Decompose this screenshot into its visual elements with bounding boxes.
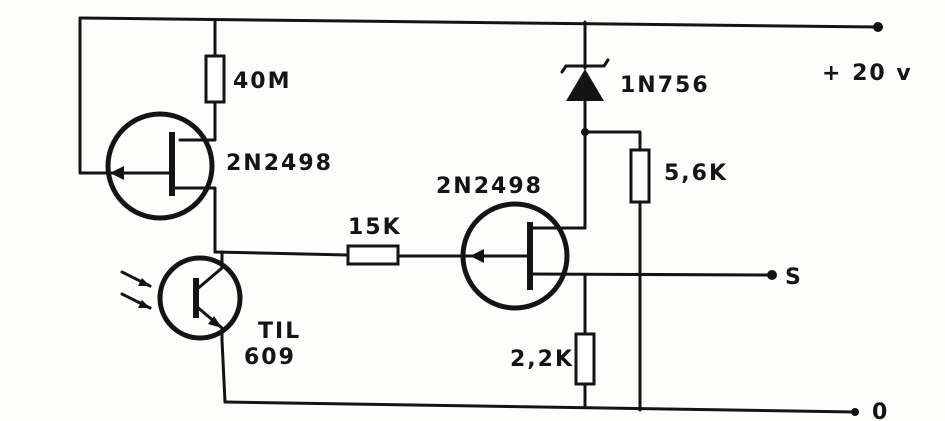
label-2k2: 2,2K: [510, 347, 574, 372]
transistor-q1: [105, 111, 217, 254]
resistor-40m: [178, 18, 226, 142]
supply-terminal: [873, 22, 883, 32]
label-5k6: 5,6K: [664, 161, 728, 186]
zener-diode-1n756: [560, 20, 642, 230]
label-15k: 15K: [348, 215, 402, 240]
label-1n756: 1N756: [620, 73, 710, 98]
resistor-5k6: [629, 148, 651, 412]
label-til: TIL: [258, 319, 301, 344]
phototransistor-til609: [157, 250, 243, 404]
base-link: [213, 244, 472, 266]
label-40m: 40M: [233, 69, 292, 94]
label-output: S: [785, 265, 803, 290]
supply-rail: [78, 16, 883, 175]
resistor-2k2: [574, 273, 596, 408]
ground-rail: [223, 400, 859, 416]
ground-terminal: [851, 408, 859, 416]
light-rays-icon: [120, 270, 152, 310]
label-supply: + 20 v: [822, 61, 913, 86]
output-terminal: [767, 270, 777, 280]
transistor-q2: [460, 201, 777, 311]
label-q1: 2N2498: [226, 151, 333, 176]
label-609: 609: [244, 345, 296, 370]
label-q2: 2N2498: [436, 174, 543, 199]
label-ground: 0: [872, 400, 889, 421]
